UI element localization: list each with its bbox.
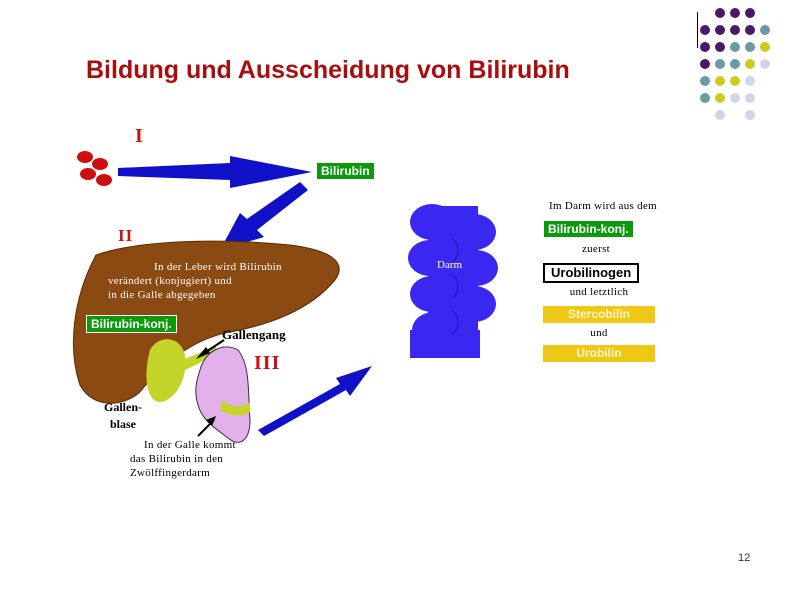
decorative-dot [745,59,755,69]
connector-und: und [590,327,608,339]
decorative-dot [715,42,725,52]
decorative-dot [745,8,755,18]
arrow-to-bilirubin [118,156,312,188]
galle-text: In der Galle kommt das Bilirubin in den … [130,438,236,480]
arrow-to-intestine [258,366,372,436]
connector-und-letztlich: und letztlich [569,286,629,298]
decorative-dot [700,93,710,103]
liver-text-line-3: in die Galle abgegeben [108,289,216,301]
page-number: 12 [738,552,751,564]
darm-bilirubin-konj-label: Bilirubin-konj. [543,220,634,238]
decorative-dot [700,59,710,69]
darm-intro-text: Im Darm wird aus dem [548,200,658,212]
decorative-dot [745,25,755,35]
decorative-dot [730,59,740,69]
urobilinogen-label: Urobilinogen [543,263,640,283]
slide-title: Bildung und Ausscheidung von Bilirubin [86,56,570,84]
arrow-to-liver [220,182,308,250]
decorative-dot [745,93,755,103]
decorative-dot [730,42,740,52]
darm-label: Darm [437,259,463,271]
intestine-shape [408,204,498,358]
gallengang-label: Gallengang [222,327,286,342]
decorative-dot [760,25,770,35]
galle-text-line-3: Zwölffingerdarm [130,467,211,479]
decorative-line [697,12,698,48]
decorative-dot [700,25,710,35]
gallenblase-label: Gallen- blase [104,399,142,433]
decorative-dot [715,59,725,69]
bilirubin-konj-liver-label: Bilirubin-konj. [86,315,177,333]
decorative-dot [715,25,725,35]
decorative-dot [715,8,725,18]
pointer-galle-head-icon [206,416,216,426]
stage-two-label: II [118,226,134,245]
bilirubin-label: Bilirubin [316,162,375,180]
decorative-dot [760,59,770,69]
decorative-dot [700,42,710,52]
decorative-dot [730,8,740,18]
red-blood-cells-icon [77,151,112,186]
gallenblase-line-1: Gallen- [104,400,142,414]
liver-text: In der Leber wird Bilirubin verändert (k… [108,260,282,302]
pancreas-shape [195,346,251,443]
stercobilin-label: Stercobilin [543,306,655,323]
decorative-dot-grid [700,8,770,120]
decorative-dot [730,25,740,35]
decorative-dot [745,42,755,52]
stage-three-label: III [254,352,281,374]
duct-to-duodenum-shape [220,400,250,416]
decorative-dot [715,93,725,103]
pointer-gallengang-head-icon [196,347,210,359]
decorative-dot [745,76,755,86]
decorative-dot [745,110,755,120]
galle-text-line-2: das Bilirubin in den [130,453,224,465]
decorative-dot [730,93,740,103]
urobilin-label: Urobilin [543,345,655,362]
decorative-dot [730,76,740,86]
decorative-dot [715,76,725,86]
decorative-dot [715,110,725,120]
gallbladder-shape [146,339,186,403]
liver-text-line-1: In der Leber wird Bilirubin [154,261,282,273]
gallenblase-line-2: blase [110,417,137,431]
galle-text-line-1: In der Galle kommt [144,439,236,451]
connector-zuerst: zuerst [581,243,611,255]
liver-text-line-2: verändert (konjugiert) und [108,275,232,287]
liver-shape [72,240,340,404]
decorative-dot [700,76,710,86]
stage-one-label: I [135,125,144,147]
decorative-dot [760,42,770,52]
